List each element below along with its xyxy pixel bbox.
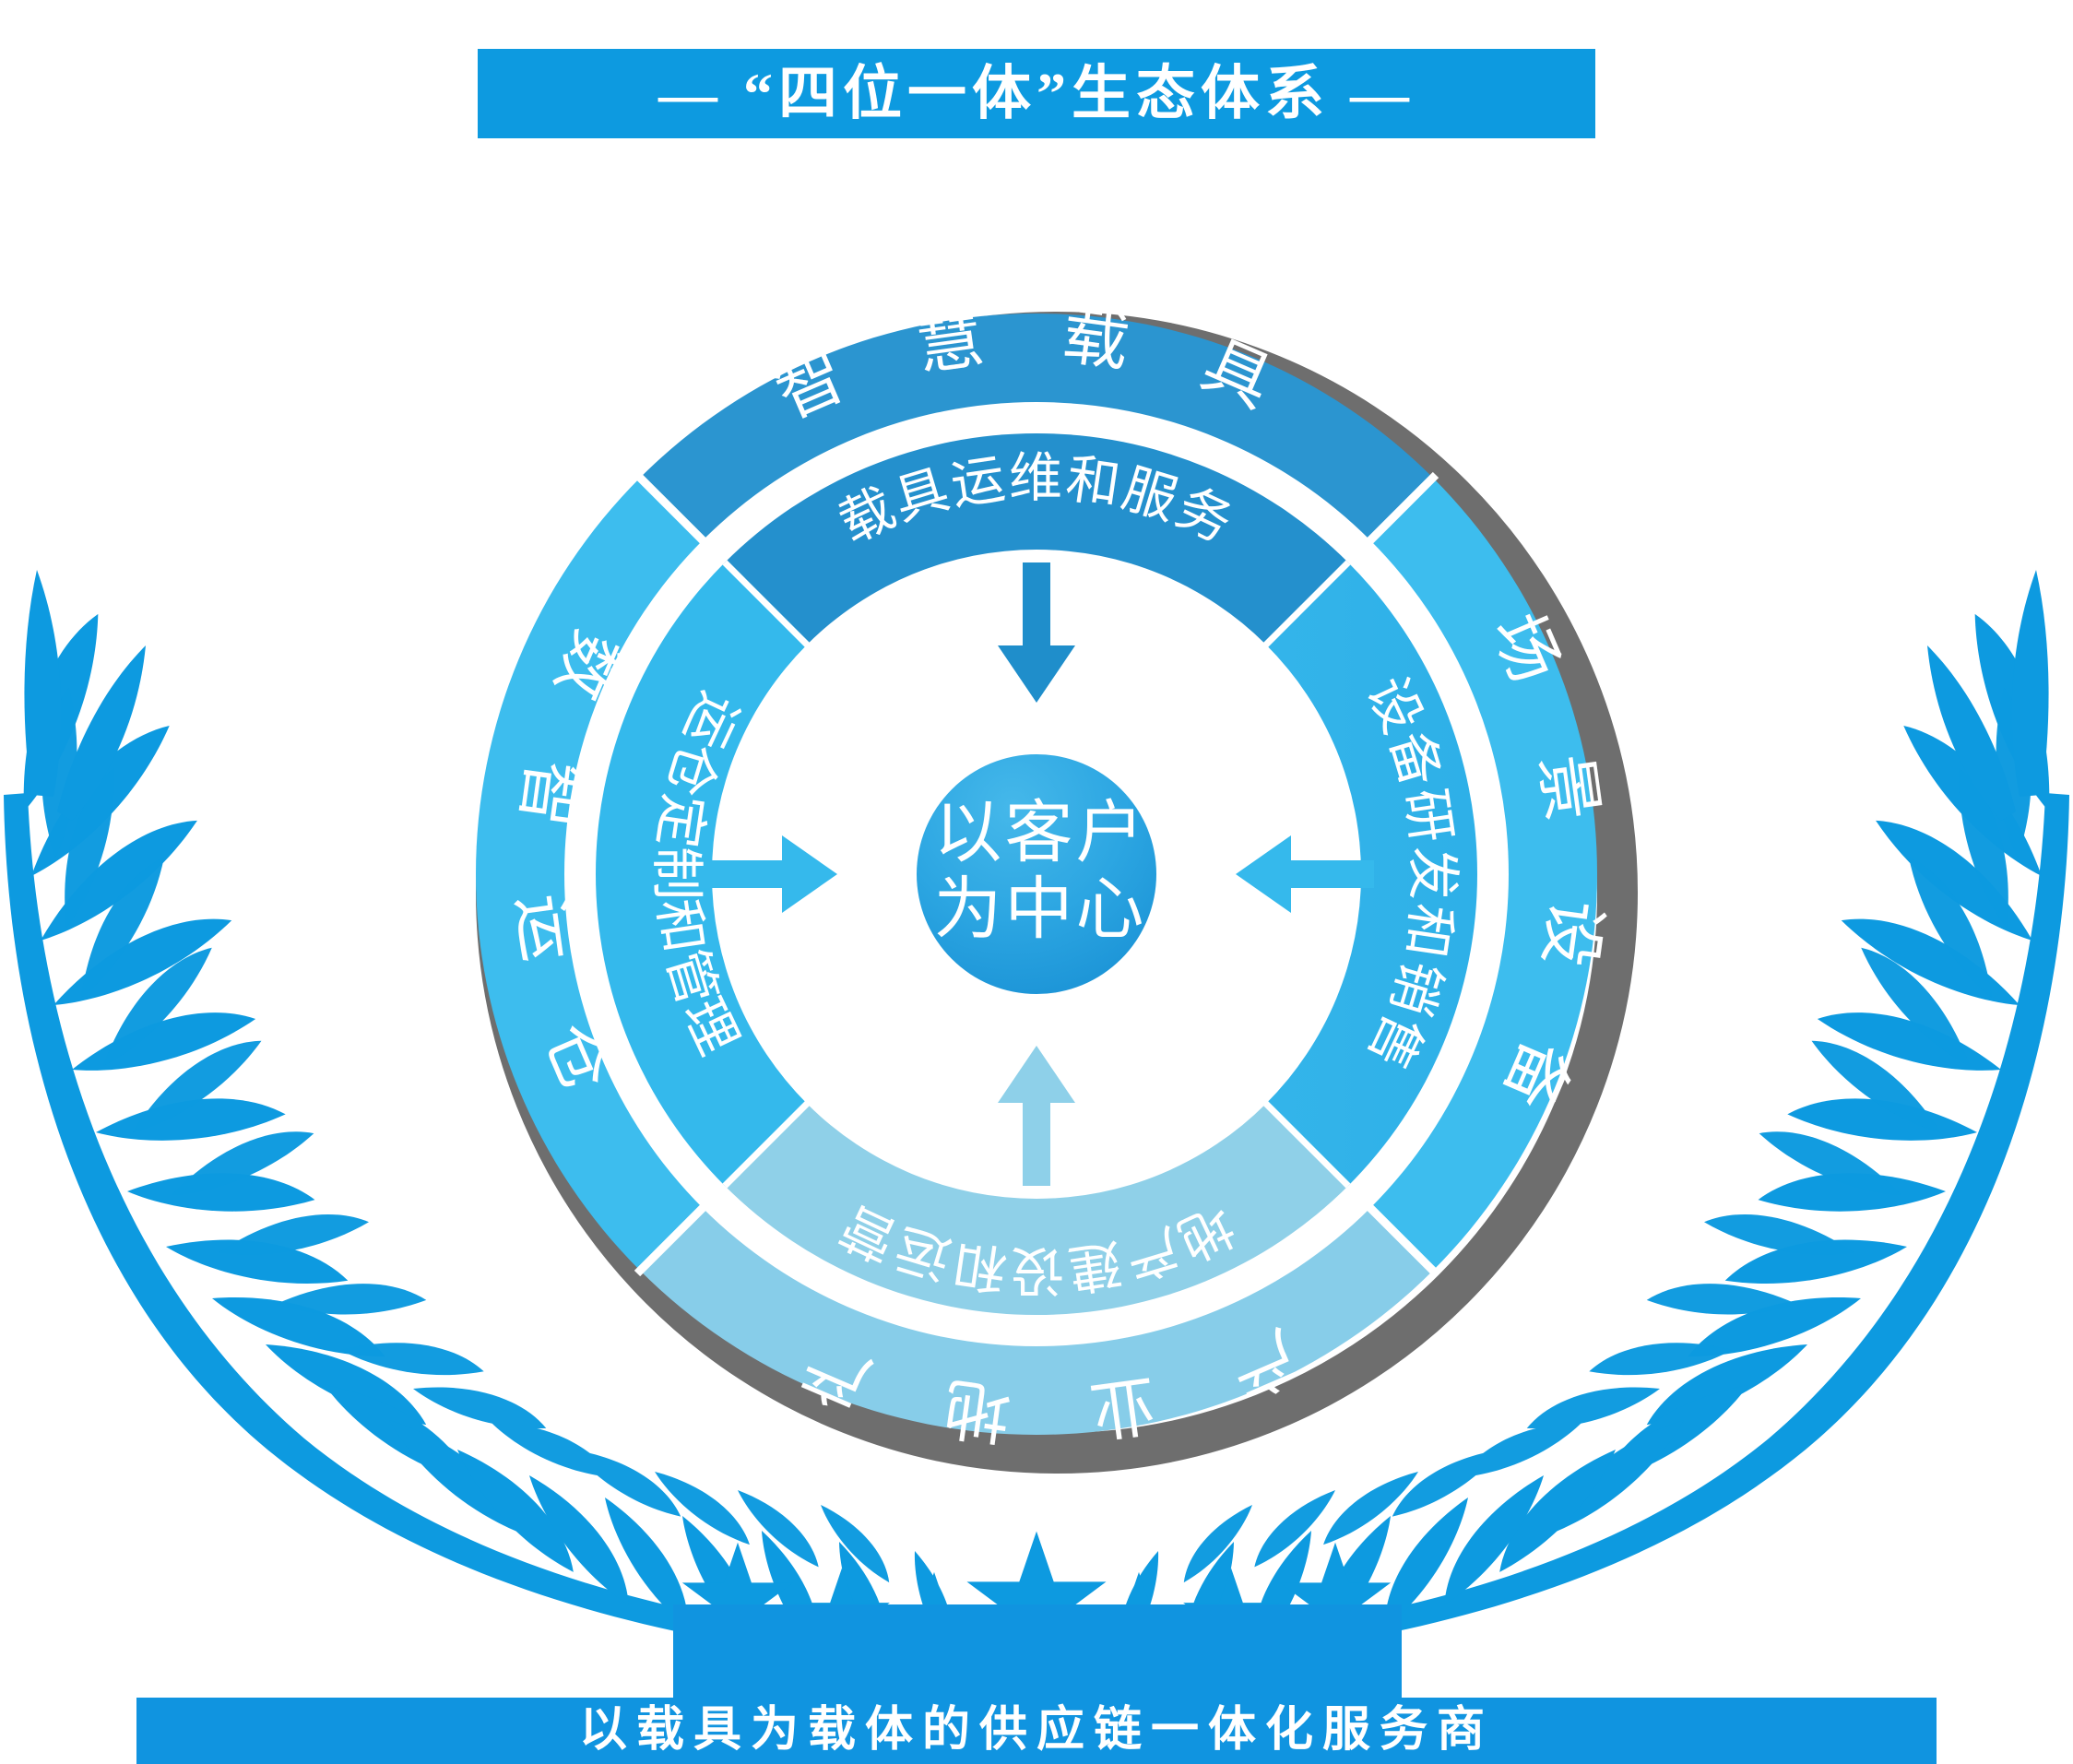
title-banner: — “四位一体”生态体系 —: [478, 49, 1595, 138]
star-icon: [681, 1542, 794, 1649]
page-title: — “四位一体”生态体系 —: [658, 60, 1415, 126]
inner-ring: [596, 433, 1477, 1315]
center-circle[interactable]: [917, 754, 1156, 994]
laurel-right: [1077, 570, 2073, 1671]
arrow-right-icon: [699, 835, 837, 913]
bottom-banner: 以载具为载体的供应链一体化服务商: [136, 1698, 1937, 1764]
arrow-left-icon: [1236, 835, 1374, 913]
arrow-up-icon: [998, 1046, 1075, 1186]
arrow-down-icon: [998, 562, 1075, 703]
star-icon: [966, 1531, 1107, 1664]
star-icon: [1279, 1542, 1392, 1649]
laurel-left: [0, 570, 996, 1671]
tagline: 以载具为载体的供应链一体化服务商: [578, 1704, 1494, 1757]
banner-plinth: [673, 1604, 1402, 1701]
arrows-group: [699, 562, 1374, 1186]
